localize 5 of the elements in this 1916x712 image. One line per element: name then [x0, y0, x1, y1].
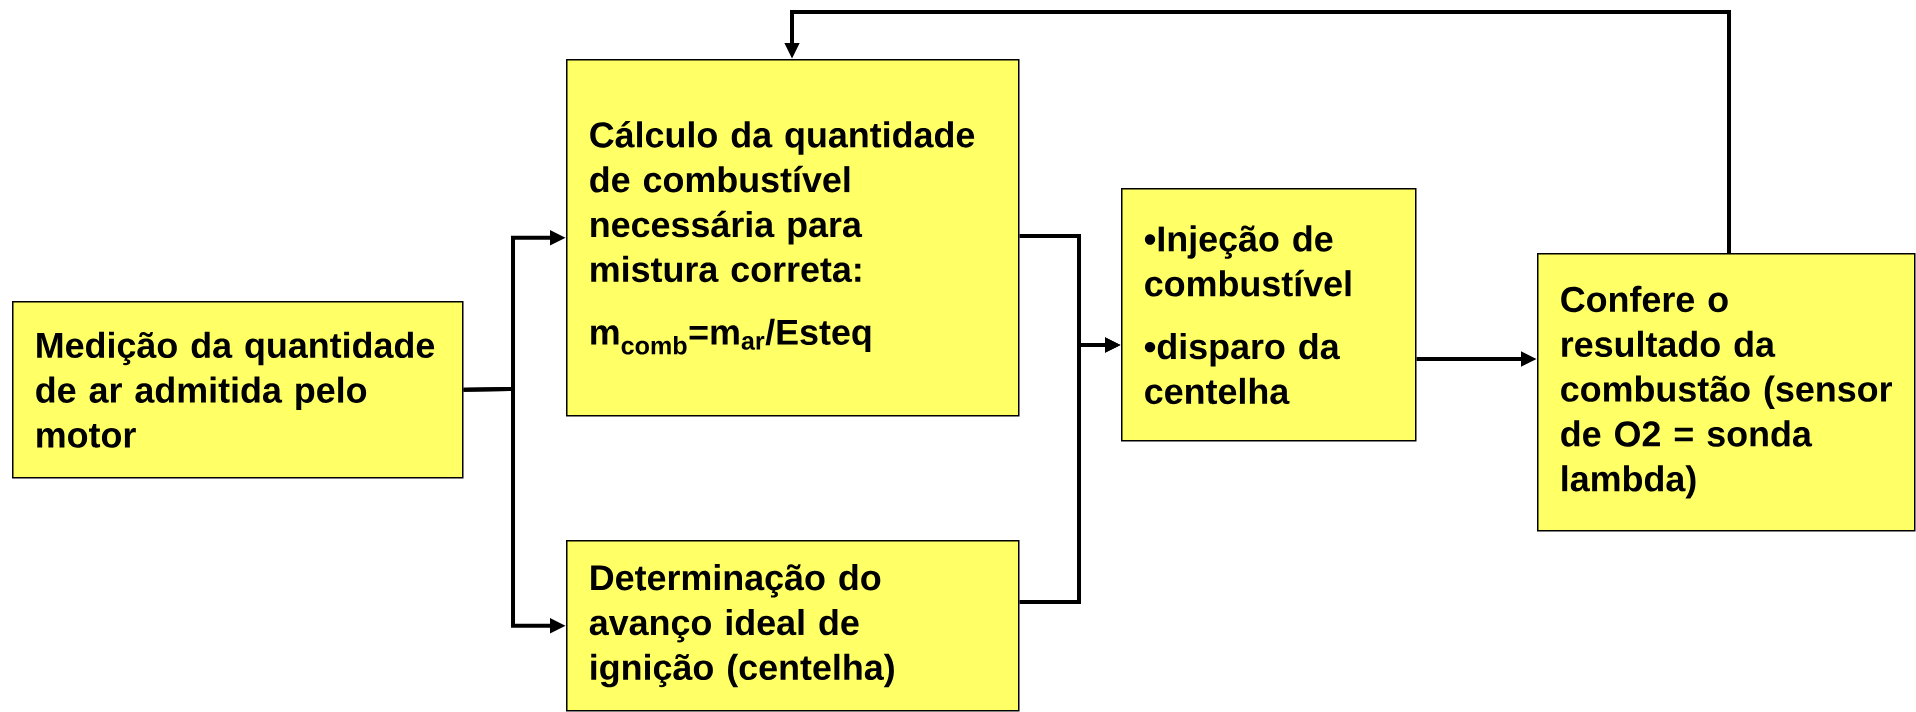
process-box: Medição da quantidade de ar admitida pelo motor — [12, 301, 464, 479]
process-box: Confere o resultado da combustão (sensor de O2 = sonda lambda) — [1537, 253, 1916, 532]
process-box: Determinação do avanço ideal de ignição (centelha) — [566, 540, 1020, 712]
process-box: •Injeção de combustível •disparo da centelha — [1121, 188, 1417, 442]
process-box: Cálculo da quantidade de combustível necessária para mistura correta: m$_{comb}$=m$_{ar}$/Esteq — [566, 59, 1020, 417]
